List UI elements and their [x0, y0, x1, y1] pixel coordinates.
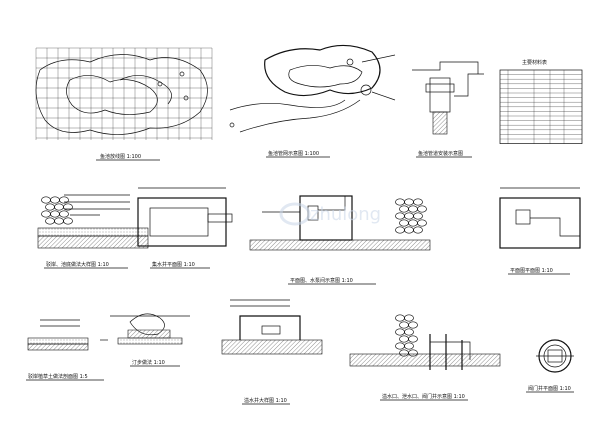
material-table-title: 主要材料表 [522, 59, 547, 66]
watermark: zhulong [279, 202, 381, 226]
manhole-plan: 阀门井平面图 1:10 [526, 339, 574, 393]
edge-detail-caption: 驳岸、池底做法大样图 1:10 [46, 261, 109, 268]
site-grid-plan-caption: 鱼池放线图 1:100 [100, 153, 141, 160]
pipe-layout-caption: 鱼池管网示意图 1:100 [268, 150, 319, 157]
stone [63, 217, 73, 225]
site-grid-plan: 鱼池放线图 1:100 [35, 47, 213, 161]
grass-edge-detail: 驳岸植草土做法剖面图 1:5 [26, 319, 108, 381]
stepping-stone-detail: 汀步做法 1:10 [110, 313, 190, 367]
grass-edge-caption: 驳岸植草土做法剖面图 1:5 [28, 373, 88, 380]
stone [404, 342, 414, 350]
pool-section-caption: 溢水井大样图 1:10 [244, 397, 287, 404]
stone [408, 335, 418, 343]
watermark-text: zhulong [310, 204, 381, 225]
stone [408, 349, 418, 357]
material-table: 主要材料表 [499, 59, 583, 144]
stone [417, 205, 427, 213]
stone [417, 219, 427, 227]
edge-detail: 驳岸、池底做法大样图 1:10 [37, 194, 149, 269]
pump-elevation: 鱼池管道安装示意图 [412, 61, 484, 158]
stone [59, 210, 69, 218]
pump-section: 平面图、水泵间示意图 1:10 [249, 195, 431, 285]
outlet-detail: 溢水口、泄水口、阀门井示意图 1:10 [349, 314, 501, 401]
sump-plan-caption: 集水井平面图 1:10 [152, 261, 195, 268]
stone [404, 314, 414, 322]
sump-plan: 集水井平面图 1:10 [137, 187, 233, 269]
manhole-caption: 阀门井平面图 1:10 [528, 385, 571, 392]
stone [413, 226, 423, 234]
stone [63, 203, 73, 211]
pump-elevation-caption: 鱼池管道安装示意图 [418, 150, 463, 157]
stone [413, 212, 423, 220]
outlet-detail-caption: 溢水口、泄水口、阀门井示意图 1:10 [382, 393, 465, 400]
stone [404, 328, 414, 336]
stone [59, 196, 69, 204]
stone [408, 321, 418, 329]
pump-section-caption: 平面图、水泵间示意图 1:10 [290, 277, 353, 284]
valve-plan: 平面图平面图 1:10 [499, 187, 581, 275]
stone [413, 198, 423, 206]
stepping-stone-caption: 汀步做法 1:10 [132, 359, 165, 366]
pool-section: 溢水井大样图 1:10 [221, 299, 323, 405]
pipe-layout-plan: 鱼池管网示意图 1:100 [229, 44, 396, 158]
valve-plan-caption: 平面图平面图 1:10 [510, 268, 553, 274]
